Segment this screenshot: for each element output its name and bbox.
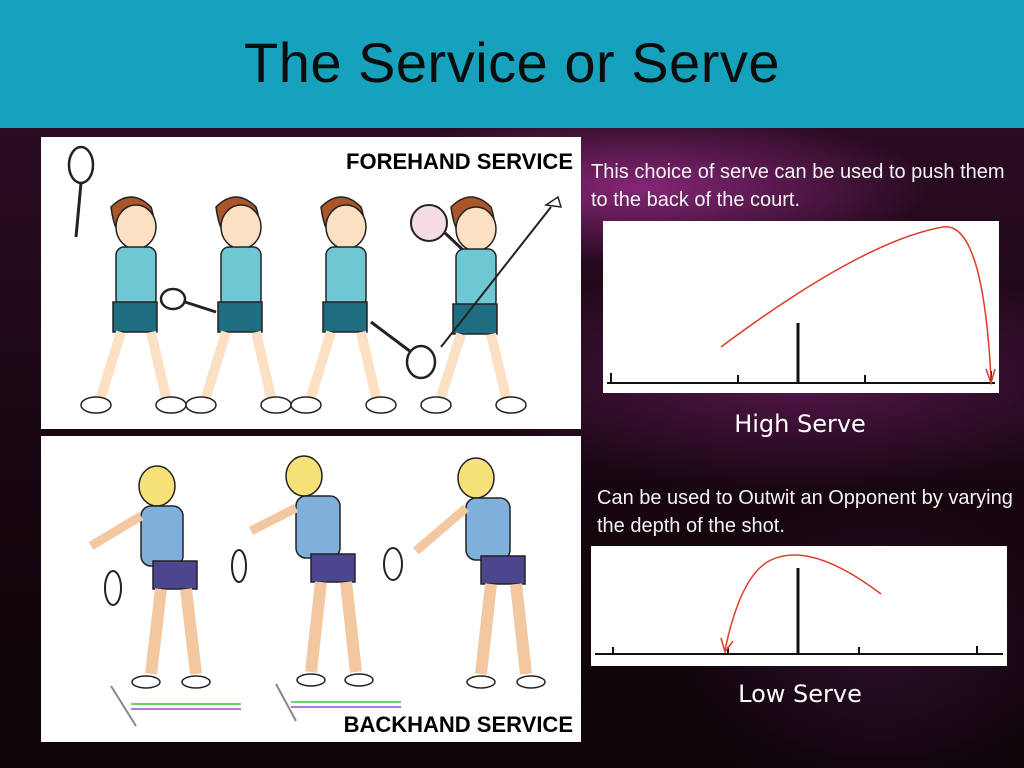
court-lines bbox=[110, 683, 401, 727]
forehand-service-label: FOREHAND SERVICE bbox=[346, 149, 573, 174]
title-bar: The Service or Serve bbox=[0, 0, 1024, 128]
low-serve-diagram bbox=[591, 546, 1007, 666]
backhand-illustration bbox=[88, 455, 546, 727]
high-serve-caption: This choice of serve can be used to push… bbox=[591, 161, 1005, 211]
forehand-figure-1 bbox=[67, 145, 187, 414]
forehand-illustration bbox=[67, 145, 563, 414]
low-serve-court bbox=[595, 568, 1003, 655]
forehand-service-panel: FOREHAND SERVICE bbox=[41, 137, 581, 429]
backhand-figure-2 bbox=[231, 455, 374, 687]
low-serve-arrowhead bbox=[720, 637, 734, 654]
backhand-service-label: BACKHAND SERVICE bbox=[343, 712, 573, 737]
low-serve-caption: Can be used to Outwit an Opponent by var… bbox=[597, 487, 1013, 537]
high-serve-court bbox=[607, 323, 995, 384]
high-serve-label: High Serve bbox=[734, 410, 866, 438]
slide-title: The Service or Serve bbox=[244, 31, 780, 94]
backhand-figure-1 bbox=[88, 465, 211, 689]
forehand-figure-4 bbox=[410, 195, 563, 414]
low-serve-label: Low Serve bbox=[738, 680, 862, 708]
forehand-figure-2 bbox=[159, 196, 292, 414]
high-serve-arc bbox=[720, 226, 992, 380]
high-serve-diagram bbox=[603, 221, 999, 393]
forehand-figure-3 bbox=[290, 196, 437, 414]
high-serve-arrowhead bbox=[985, 368, 996, 386]
low-serve-arc bbox=[724, 554, 882, 651]
backhand-service-panel: BACKHAND SERVICE bbox=[41, 436, 581, 742]
backhand-figure-3 bbox=[383, 457, 546, 689]
